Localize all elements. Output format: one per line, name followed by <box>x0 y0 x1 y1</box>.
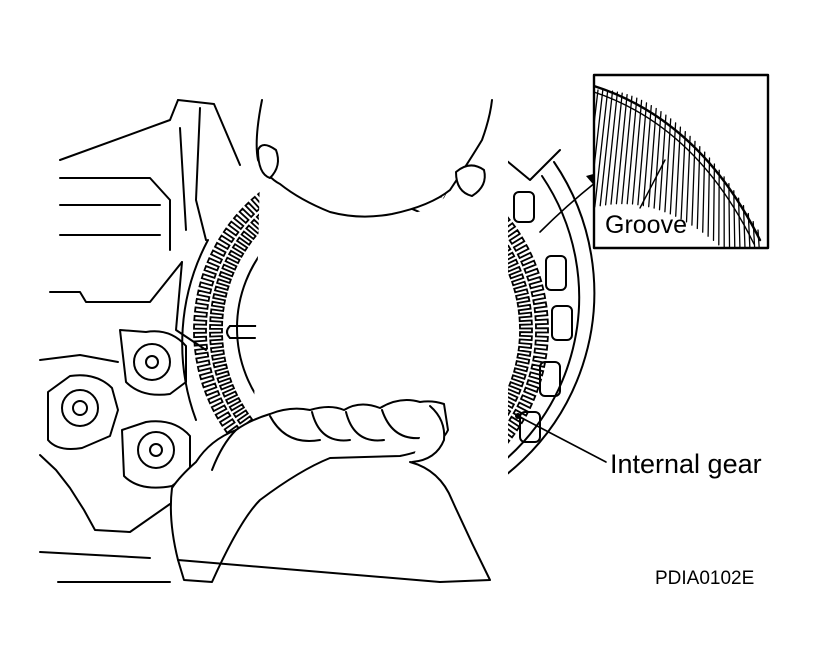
hands <box>169 97 508 583</box>
bolt-bosses <box>47 329 191 489</box>
figure-code: PDIA0102E <box>655 568 755 589</box>
groove-detail-inset <box>592 73 770 250</box>
groove-inset-leader <box>639 159 666 209</box>
groove-callout-arrow <box>539 181 597 233</box>
internal-gear-leader <box>517 415 607 463</box>
internal-gear-label: Internal gear <box>610 449 762 479</box>
groove-label: Groove <box>605 211 687 239</box>
transmission-case <box>39 99 561 583</box>
